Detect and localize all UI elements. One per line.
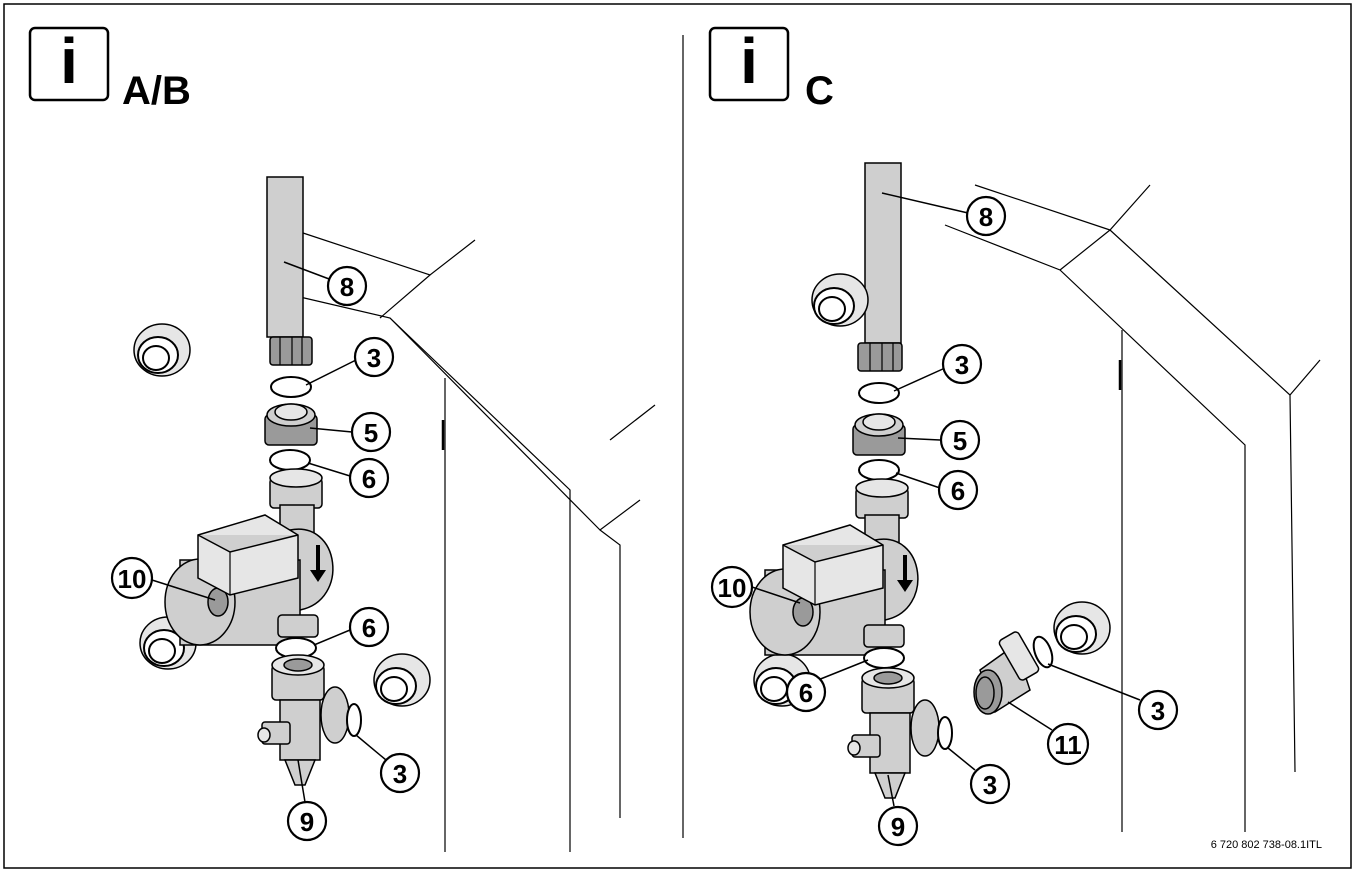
svg-text:5: 5 [364,418,378,448]
isolation-valve [847,667,940,799]
callout-marker: 10 [110,556,154,600]
callout-marker: 9 [877,805,919,847]
info-icon: i [28,25,110,102]
callout-marker: 5 [350,411,392,453]
svg-text:9: 9 [300,807,314,837]
callout-marker: 3 [1137,689,1179,731]
callout-marker: 6 [348,457,390,499]
svg-text:10: 10 [118,564,147,594]
svg-text:6: 6 [799,678,813,708]
panel-right: i C [708,25,1322,851]
svg-text:6: 6 [951,476,965,506]
plug-cap [811,273,869,327]
info-icon-glyph: i [740,25,758,97]
svg-text:11: 11 [1054,730,1082,760]
svg-text:10: 10 [718,573,747,603]
callout-marker: 9 [286,800,328,842]
seal-ring [858,382,900,404]
plug-cap [373,653,431,707]
reference-code: 6 720 802 738-08.1ITL [1211,839,1322,851]
plug-cap [133,323,191,377]
svg-text:3: 3 [1151,696,1165,726]
callout-marker: 3 [379,752,421,794]
circulation-pump [749,478,919,656]
svg-text:3: 3 [393,759,407,789]
callout-marker: 6 [785,671,827,713]
panel-right-label: C [805,69,834,113]
svg-text:9: 9 [891,812,905,842]
callout-marker: 8 [965,195,1007,237]
boiler-cabinet-outline-right [944,184,1321,832]
seal-ring [346,703,362,737]
panel-left-label: A/B [122,69,191,113]
callout-marker: 5 [939,419,981,461]
seal-ring [269,449,311,471]
info-icon-glyph: i [60,25,78,97]
diagram-border [3,3,1352,869]
seal-ring [1032,635,1054,669]
callout-marker: 6 [348,606,390,648]
callout-marker: 8 [326,265,368,307]
circulation-pump [164,468,334,646]
union-fitting [852,413,906,456]
svg-text:3: 3 [367,343,381,373]
callout-marker: 3 [941,343,983,385]
seal-ring [270,376,312,398]
callout-marker: 10 [710,565,754,609]
pipe [857,162,903,372]
boiler-cabinet-outline-left [299,231,656,852]
adapter-fitting [973,631,1040,715]
callout-marker: 11 [1046,722,1090,766]
svg-text:8: 8 [979,202,993,232]
svg-text:5: 5 [953,426,967,456]
svg-text:3: 3 [955,350,969,380]
plug-cap [1053,601,1111,655]
seal-ring [863,647,905,669]
callout-marker: 3 [969,763,1011,805]
svg-text:3: 3 [983,770,997,800]
svg-text:6: 6 [362,464,376,494]
info-icon: i [708,25,790,102]
flow-direction-arrow-icon [897,555,913,592]
svg-text:8: 8 [340,272,354,302]
callout-marker: 3 [353,336,395,378]
svg-text:6: 6 [362,613,376,643]
panel-left: i A/B [28,25,656,852]
seal-ring [937,716,953,750]
callout-marker: 6 [937,469,979,511]
union-fitting [264,403,318,446]
flow-direction-arrow-icon [310,545,326,582]
seal-ring [858,459,900,481]
pipe [266,176,313,366]
